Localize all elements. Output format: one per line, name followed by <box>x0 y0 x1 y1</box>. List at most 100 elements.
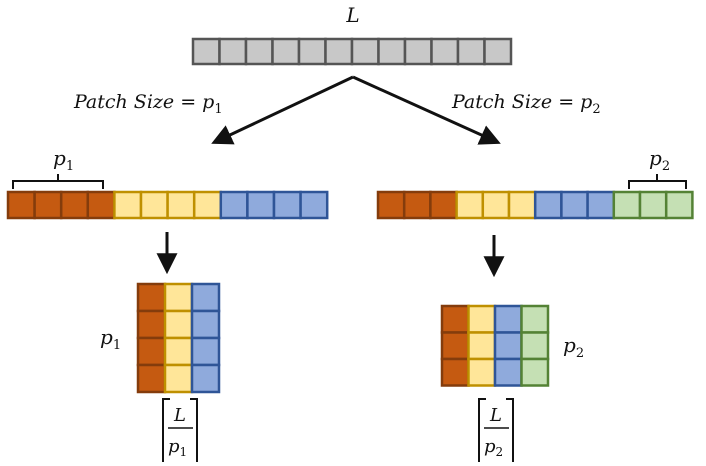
matrix-cell-yellow <box>467 357 497 387</box>
matrix-cell-blue <box>190 336 221 367</box>
left-ceil-denominator: p1 <box>168 436 187 459</box>
right-ceiling-expression: L p2 <box>478 398 514 462</box>
left-ceil-bracket-r <box>190 398 198 462</box>
patched-cell-orange <box>429 190 458 220</box>
patched-cell-green <box>612 190 642 220</box>
sequence-cell <box>191 37 221 66</box>
matrix-cell-yellow <box>163 363 194 394</box>
matrix-cell-yellow <box>163 282 194 313</box>
patched-cell-orange <box>86 190 116 220</box>
matrix-cell-yellow <box>163 309 194 340</box>
patched-cell-blue <box>586 190 616 220</box>
patched-cell-yellow <box>192 190 223 220</box>
patched-cell-blue <box>246 190 276 220</box>
patched-cell-yellow <box>481 190 511 220</box>
matrix-cell-yellow <box>163 336 194 367</box>
left-ceil-bracket-l <box>162 398 170 462</box>
brace-symbol-left: p <box>53 146 66 170</box>
brace-subscript-right: 2 <box>662 159 670 174</box>
matrix-cell-blue <box>493 357 523 387</box>
right-ceil-denominator: p2 <box>484 436 503 459</box>
sequence-length-label: L <box>345 3 359 27</box>
brace-subscript-left: 1 <box>66 159 74 174</box>
matrix-cell-blue <box>190 282 221 313</box>
patch-size-label-right: Patch Size = p2 <box>451 91 601 117</box>
sequence-cell <box>377 37 407 66</box>
patched-cell-blue <box>533 190 563 220</box>
sequence-cell <box>483 37 513 66</box>
patched-cell-orange <box>402 190 432 220</box>
right-patched-sequence <box>376 190 694 220</box>
brace-label-left: p1 <box>53 146 74 174</box>
matrix-cell-green <box>520 357 550 387</box>
matrix-cell-orange <box>440 357 470 387</box>
patched-cell-green <box>638 190 668 220</box>
patched-cell-blue <box>272 190 302 220</box>
sequence-cell <box>244 37 274 66</box>
patched-cell-blue <box>560 190 589 220</box>
arrow-to-left-branch <box>211 75 354 145</box>
matrix-cell-green <box>520 331 550 361</box>
matrix-cell-blue <box>190 363 221 394</box>
right-ceil-bracket-r <box>506 398 514 462</box>
matrix-cell-orange <box>440 304 470 334</box>
brace-label-right: p2 <box>649 146 670 174</box>
input-sequence <box>191 37 513 66</box>
matrix-cell-orange <box>136 282 167 313</box>
brace-symbol-right: p <box>649 146 662 170</box>
matrix-cell-yellow <box>467 304 497 334</box>
sequence-cell <box>403 37 433 66</box>
matrix-cell-orange <box>136 336 167 367</box>
patched-cell-orange <box>6 190 36 220</box>
patched-cell-green <box>664 190 694 220</box>
matrix-cell-blue <box>493 331 523 361</box>
sequence-cell <box>271 37 301 66</box>
patched-cell-yellow <box>139 190 169 220</box>
brace-right-patch <box>628 174 687 189</box>
row-symbol-right: p <box>563 333 576 357</box>
patched-cell-yellow <box>113 190 143 220</box>
right-patch-matrix <box>440 304 550 387</box>
left-ceil-den-symbol: p <box>168 436 180 457</box>
left-ceiling-expression: L p1 <box>162 398 198 462</box>
matrix-cell-yellow <box>467 331 497 361</box>
patched-cell-yellow <box>166 190 196 220</box>
patched-cell-yellow <box>507 190 537 220</box>
right-ceil-numerator: L <box>489 405 502 426</box>
matrix-cell-blue <box>190 309 221 340</box>
row-subscript-left: 1 <box>113 338 121 353</box>
patch-size-symbol-left: p <box>202 91 214 113</box>
matrix-cell-blue <box>493 304 523 334</box>
sequence-cell <box>297 37 327 66</box>
patched-cell-orange <box>33 190 63 220</box>
sequence-cell <box>456 37 486 66</box>
sequence-cell <box>430 37 460 66</box>
right-matrix-row-label: p2 <box>563 333 584 361</box>
left-patch-matrix <box>136 282 221 394</box>
matrix-cell-orange <box>440 331 470 361</box>
right-ceil-den-symbol: p <box>484 436 496 457</box>
sequence-cell <box>350 37 380 66</box>
matrix-cell-orange <box>136 309 167 340</box>
left-matrix-row-label: p1 <box>100 325 121 353</box>
patch-size-label-left: Patch Size = p1 <box>73 91 223 117</box>
sequence-cell <box>218 37 248 66</box>
matrix-cell-green <box>520 304 550 334</box>
patch-size-subscript-left: 1 <box>214 102 222 117</box>
patch-size-subscript-right: 2 <box>592 102 600 117</box>
right-ceil-bracket-l <box>478 398 486 462</box>
patched-cell-blue <box>219 190 249 220</box>
left-ceil-den-subscript: 1 <box>180 445 188 459</box>
arrow-to-right-branch <box>352 75 501 145</box>
patched-cell-blue <box>299 190 329 220</box>
patch-size-text-right: Patch Size = <box>451 91 580 113</box>
matrix-cell-orange <box>136 363 167 394</box>
patch-size-text-left: Patch Size = <box>73 91 202 113</box>
patched-cell-orange <box>59 190 90 220</box>
right-ceil-den-subscript: 2 <box>496 445 504 459</box>
left-ceil-numerator: L <box>173 405 186 426</box>
brace-left-patch <box>12 174 104 189</box>
patched-cell-yellow <box>455 190 485 220</box>
sequence-cell <box>324 37 354 66</box>
